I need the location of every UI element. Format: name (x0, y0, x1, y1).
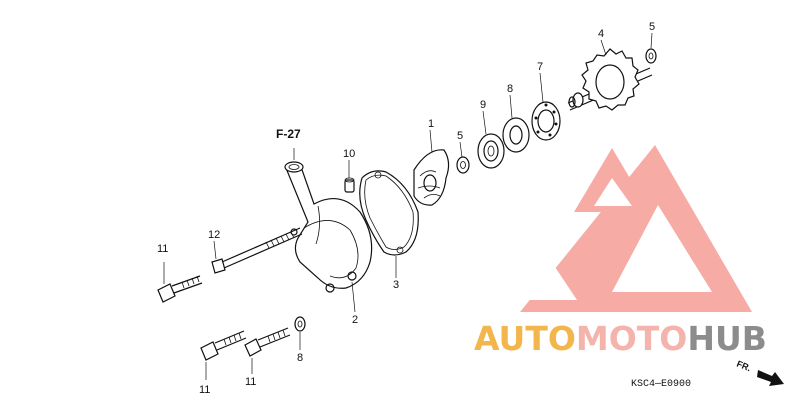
leader-4 (600, 39, 607, 56)
callout-4: 4 (598, 28, 604, 40)
part-5-washer-top (645, 48, 657, 64)
callout-11-c: 11 (245, 376, 256, 388)
leader-12 (213, 240, 217, 260)
cross-reference-label: F-27 (276, 127, 301, 141)
part-1-impeller (413, 149, 450, 206)
leader-7 (539, 72, 544, 103)
part-8-seal (502, 117, 530, 153)
part-3-gasket (359, 170, 419, 256)
leader-5-mid (459, 141, 463, 158)
part-8-washer-lower (294, 316, 306, 332)
callout-3: 3 (393, 279, 399, 291)
callout-1: 1 (428, 118, 434, 130)
part-2-pump-cover (284, 161, 373, 293)
callout-11-a: 11 (157, 243, 168, 255)
front-direction-indicator: FR. (735, 359, 784, 386)
callout-7: 7 (537, 61, 543, 73)
part-9-seal (477, 133, 505, 169)
callout-8-lower: 8 (297, 352, 303, 364)
part-11-bolt-c (244, 327, 291, 357)
leader-1 (429, 129, 433, 153)
callout-2: 2 (352, 314, 358, 326)
part-4-shaft-gear (567, 48, 653, 111)
leader-9 (482, 110, 487, 135)
callout-5-mid: 5 (457, 130, 463, 142)
watermark-logo-icon (514, 145, 752, 312)
callout-10: 10 (343, 148, 355, 160)
front-arrow-icon (757, 370, 784, 386)
part-12-stud-bolt (211, 227, 303, 274)
leader-8-upper (509, 94, 513, 119)
diagram-code: KSC4—E0900 (631, 379, 691, 390)
callout-5-top: 5 (649, 21, 655, 33)
callout-8-upper: 8 (507, 83, 513, 95)
watermark-text: AUTOMOTOHUB (474, 319, 767, 358)
part-10-dowel (344, 177, 355, 193)
callout-11-b: 11 (199, 384, 210, 396)
callout-9: 9 (480, 99, 486, 111)
watermark-moto: MOTO (576, 319, 687, 358)
callout-12: 12 (208, 229, 220, 241)
front-direction-label: FR. (735, 359, 752, 374)
watermark-hub: HUB (687, 319, 767, 358)
leader-5-top (650, 32, 653, 49)
leader-2 (351, 281, 356, 313)
part-11-bolt-a (157, 275, 203, 303)
part-7-bearing (531, 101, 561, 141)
part-5-washer-mid (456, 156, 470, 174)
watermark-auto: AUTO (474, 319, 576, 358)
part-11-bolt-b (200, 330, 247, 361)
